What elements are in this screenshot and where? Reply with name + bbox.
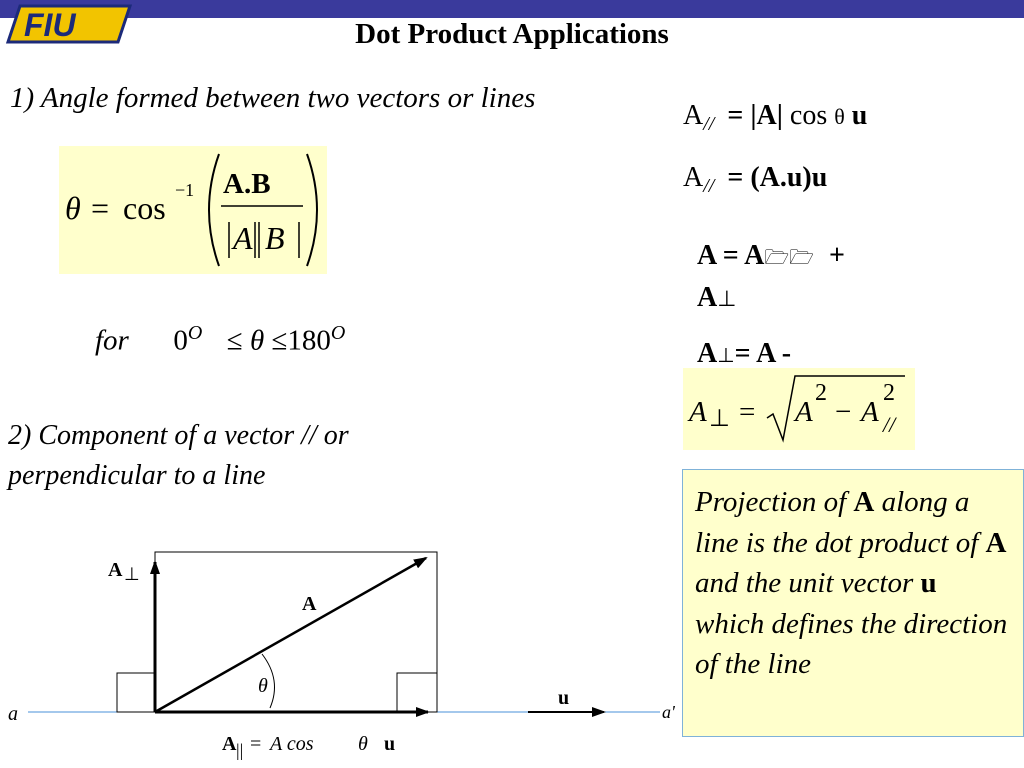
denominator-b: B: [265, 220, 285, 256]
angle-arc: [261, 653, 275, 709]
vector-diagram: A ⊥ A θ a a' u A || = A cos θ u: [8, 551, 676, 760]
equals-sign: =: [91, 190, 110, 226]
equals-a: = A: [722, 240, 765, 271]
note-text-3: and the unit vector: [695, 567, 921, 599]
range-theta: θ: [249, 324, 265, 357]
label-perp-a: A: [108, 559, 123, 581]
parallel-subscript: //: [703, 113, 715, 135]
slide-title: Dot Product Applications: [355, 18, 669, 50]
label-parallel-sub: ||: [236, 740, 243, 760]
a-symbol: A: [683, 162, 704, 193]
fiu-logo: FIU: [5, 4, 133, 44]
equals-sign: =: [727, 100, 744, 131]
theta-symbol: θ: [834, 104, 845, 129]
note-bold-a-2: A: [985, 526, 1007, 559]
cos-text: cos: [123, 190, 166, 226]
label-equals: =: [250, 733, 261, 755]
folder-glyphs: 🗁🗁: [764, 247, 814, 269]
note-bold-a: A: [853, 486, 875, 518]
note-bold-u: u: [920, 567, 937, 599]
le-sign-1: ≤: [226, 324, 243, 357]
section-2-heading: 2) Component of a vector // or perpendic…: [8, 420, 349, 491]
theta-symbol: θ: [65, 190, 81, 226]
right-angle-mark-left: [116, 672, 156, 713]
label-line-a: a: [8, 703, 18, 725]
numerator-ab: A.B: [223, 168, 271, 200]
sqrt-sign: [766, 375, 905, 443]
degree-mark-low: O: [187, 322, 203, 344]
exponent-2: 2: [883, 380, 895, 406]
label-line-a-prime: a': [662, 702, 676, 722]
perp-formula-box: A ⊥ = A 2 − A 2 //: [683, 368, 915, 450]
degree-mark-high: O: [330, 322, 346, 344]
minus-sign: −: [835, 396, 852, 428]
top-bar: [0, 0, 1024, 18]
perp-symbol: ⊥: [717, 345, 735, 367]
range-low: 0: [173, 324, 188, 357]
a-symbol-2: A: [697, 282, 718, 313]
a-symbol: A: [683, 100, 704, 131]
unit-u: u: [851, 100, 868, 131]
note-text-4: which defines the direction of the line: [695, 607, 1008, 681]
formula-brackets: [208, 153, 318, 267]
parallel-component-line-1: A// = |A| cos θ u: [683, 100, 867, 136]
label-bottom-u: u: [384, 733, 395, 755]
a-symbol: A: [697, 240, 716, 271]
cos-text: cos: [789, 100, 828, 131]
decomposition-line: A = A🗁🗁 + A⊥: [697, 236, 897, 319]
exponent-1: 2: [815, 380, 827, 406]
minus-expression: = A -: [734, 338, 792, 369]
right-angle-mark-right: [396, 672, 438, 713]
perp-component-line: A⊥= A -: [697, 338, 791, 370]
plus-sign: +: [828, 240, 845, 271]
label-theta: θ: [258, 675, 268, 697]
perp-symbol: ⊥: [709, 406, 730, 432]
a-symbol-2: A: [861, 396, 879, 428]
parallel-subscript: //: [703, 175, 715, 197]
parallel-component-line-2: A// = (A.u)u: [683, 162, 827, 198]
denominator-a: A: [233, 220, 253, 256]
note-text-1: Projection of: [695, 486, 854, 518]
for-word: for: [95, 324, 129, 357]
le-sign-2: ≤: [271, 324, 288, 357]
label-bottom-theta: θ: [358, 733, 368, 755]
a-symbol: A: [697, 338, 718, 369]
svg-text:FIU: FIU: [24, 7, 76, 43]
theta-range: for 0O ≤ θ ≤180O: [95, 322, 345, 358]
range-high: 180: [287, 324, 331, 357]
dot-product-expression: = (A.u)u: [727, 162, 828, 193]
a-symbol: A: [689, 396, 707, 428]
label-a-cos: A cos: [268, 733, 314, 755]
projection-note: Projection of A along a line is the dot …: [682, 469, 1024, 737]
note-text-2: along a line is the dot product of: [695, 486, 986, 559]
inverse-exponent: −1: [175, 180, 195, 200]
label-perp-symbol: ⊥: [124, 564, 140, 584]
section-1-heading: 1) Angle formed between two vectors or l…: [10, 82, 536, 114]
parallel-subscript: //: [883, 412, 896, 437]
perp-symbol: ⊥: [717, 286, 737, 311]
label-parallel-a: A: [222, 733, 237, 755]
angle-formula-box: θ = cos −1 A.B A B: [59, 146, 327, 274]
a-symbol-1: A: [795, 396, 813, 428]
magnitude-a: |A|: [750, 100, 783, 131]
vector-a-arrow: [154, 556, 428, 714]
equals-sign: =: [739, 396, 756, 428]
label-vector-a: A: [302, 593, 317, 615]
label-unit-u: u: [558, 687, 569, 709]
